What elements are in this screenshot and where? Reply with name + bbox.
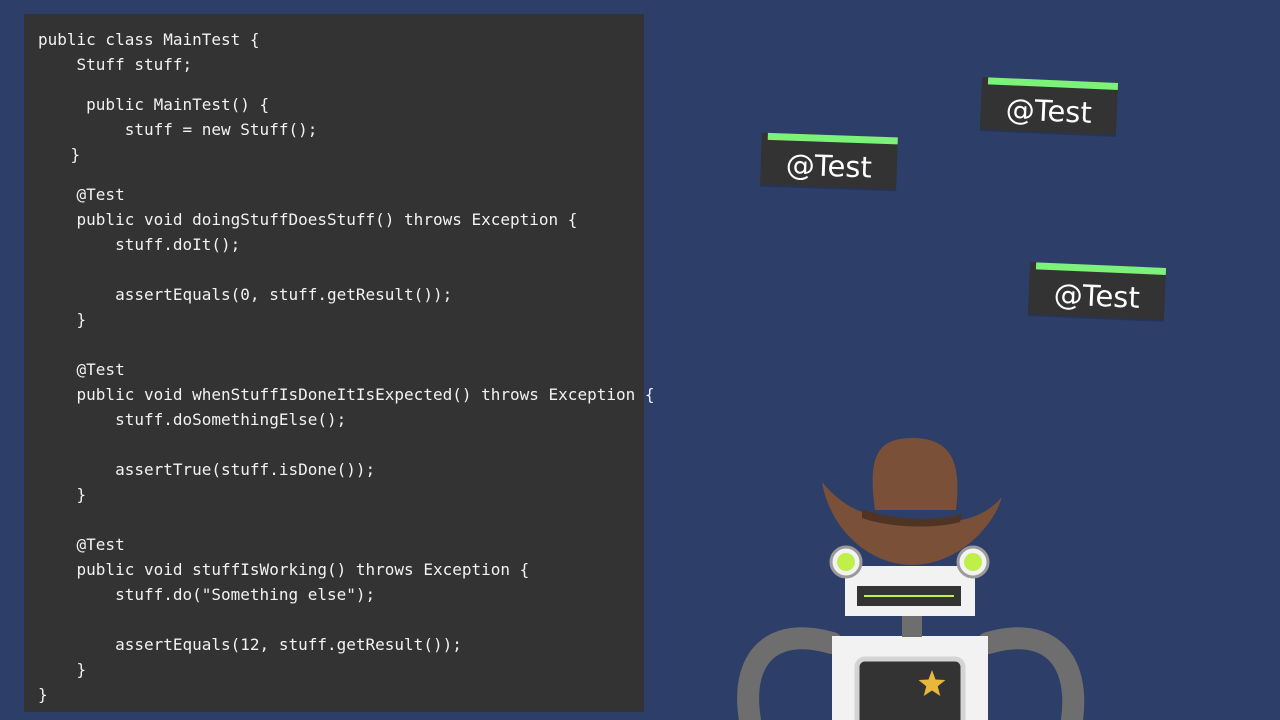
code-line-11: @Test: [38, 360, 125, 379]
card-label: @Test: [1053, 277, 1141, 315]
code-line-4: stuff = new Stuff();: [38, 120, 318, 139]
code-line-8: stuff.doIt();: [38, 235, 241, 254]
robot-left-eye: [837, 553, 855, 571]
code-line-21: }: [38, 685, 48, 704]
code-line-16: @Test: [38, 535, 125, 554]
code-line-9: assertEquals(0, stuff.getResult());: [38, 285, 453, 304]
code-line-12: public void whenStuffIsDoneItIsExpected(…: [38, 385, 655, 404]
sheriff-star-icon: [918, 670, 946, 696]
robot-sheriff: [737, 438, 1085, 720]
code-line-3: public MainTest() {: [38, 95, 270, 114]
card-stripe: [987, 77, 1119, 90]
robot-left-arm: [737, 627, 843, 720]
robot-neck: [902, 613, 922, 637]
code-line-5: }: [32, 145, 81, 164]
code-line-13: stuff.doSomethingElse();: [38, 410, 347, 429]
code-line-15: }: [38, 485, 87, 504]
robot-right-eye: [964, 553, 982, 571]
card-label: @Test: [1005, 92, 1093, 130]
code-line-2: Stuff stuff;: [38, 55, 193, 74]
robot-chest-panel: [854, 656, 966, 720]
code-line-10: }: [38, 310, 87, 329]
code-panel: public class MainTest { Stuff stuff; pub…: [24, 14, 655, 712]
test-annotation-card: @Test: [1027, 262, 1167, 320]
code-line-20: }: [38, 660, 87, 679]
card-stripe: [1035, 262, 1167, 275]
code-line-18: stuff.do("Something else");: [38, 585, 376, 604]
card-stripe: [767, 132, 898, 145]
code-line-14: assertTrue(stuff.isDone());: [38, 460, 376, 479]
code-line-17: public void stuffIsWorking() throws Exce…: [38, 560, 530, 579]
code-line-19: assertEquals(12, stuff.getResult());: [38, 635, 462, 654]
code-line-1: public class MainTest {: [38, 30, 260, 49]
code-line-6: @Test: [38, 185, 125, 204]
card-label: @Test: [785, 147, 873, 185]
code-line-7: public void doingStuffDoesStuff() throws…: [38, 210, 578, 229]
test-annotation-card: @Test: [979, 77, 1119, 135]
robot-right-arm: [977, 627, 1085, 720]
test-annotation-card: @Test: [760, 132, 898, 190]
cowboy-hat-icon: [822, 438, 1002, 565]
